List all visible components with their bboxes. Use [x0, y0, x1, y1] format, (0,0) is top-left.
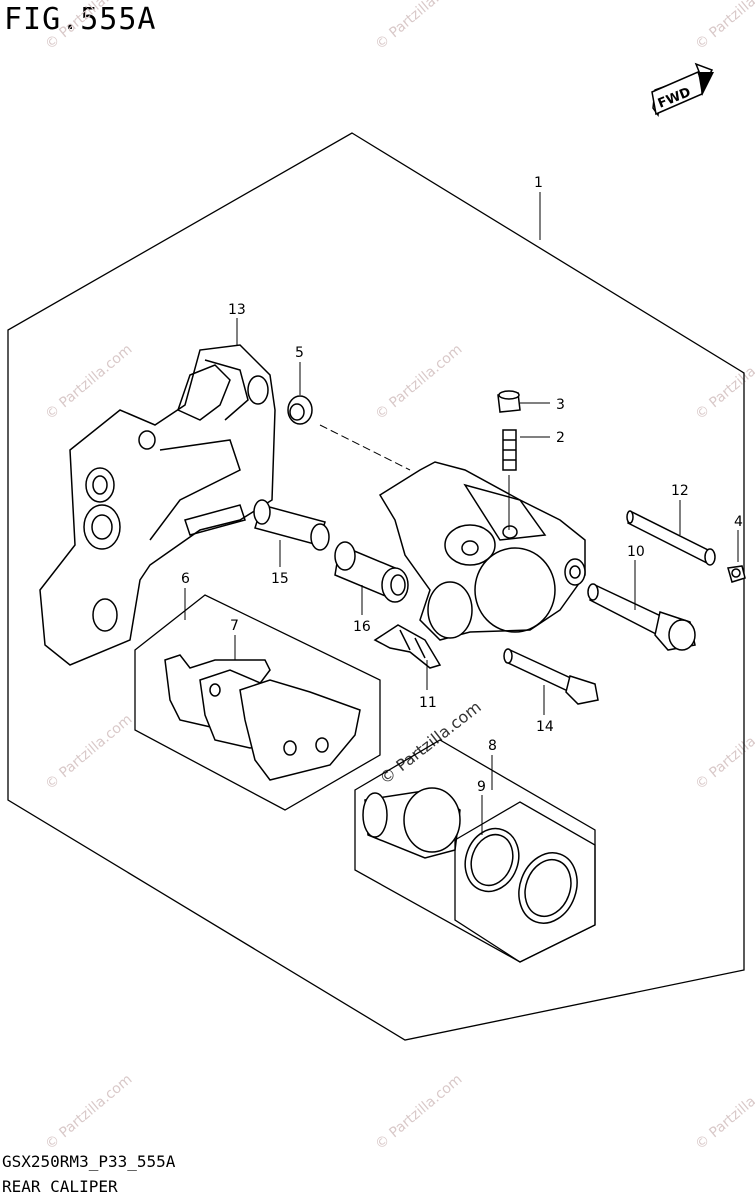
boot-small	[287, 395, 313, 425]
fwd-arrow-icon: FWD	[651, 62, 714, 118]
callout-11: 11	[419, 695, 437, 711]
callout-3: 3	[556, 397, 565, 413]
caliper-body	[378, 461, 586, 641]
bracket-bolt	[503, 648, 599, 705]
watermark: © Partzilla.com	[42, 711, 135, 793]
watermark: © Partzilla.com	[372, 0, 465, 53]
watermark: © Partzilla.com	[42, 0, 135, 53]
watermark: © Partzilla.com	[692, 711, 755, 793]
leader-lines	[184, 192, 739, 835]
boot	[334, 541, 409, 603]
watermark: © Partzilla.com	[372, 341, 465, 423]
figure-title: FIG.555A	[4, 2, 157, 37]
piston	[362, 787, 461, 859]
assembly-boundary	[7, 132, 745, 1041]
piston-seals	[464, 827, 578, 924]
callout-15: 15	[271, 571, 289, 587]
watermark: © Partzilla.com	[42, 1071, 135, 1153]
pad-set-boundary	[134, 594, 381, 811]
watermark: © Partzilla.com	[692, 0, 755, 53]
caliper-bracket	[39, 344, 276, 666]
pad-spring	[373, 624, 442, 669]
callout-labels: 1 2 3 4 5 6 7 8 9 10 11 12 13 14 15 16	[181, 175, 743, 795]
mounting-bolt	[587, 583, 696, 651]
callout-4: 4	[734, 514, 743, 530]
watermark: © Partzilla.com	[692, 1071, 755, 1153]
bleeder-cap	[497, 390, 521, 413]
callout-13: 13	[228, 302, 246, 318]
callout-5: 5	[295, 345, 304, 361]
diagram-subtitle: REAR CALIPER	[2, 1177, 118, 1196]
watermark: © Partzilla.com	[692, 341, 755, 423]
brake-pads	[164, 654, 361, 781]
nut	[727, 565, 746, 583]
seal-set-boundary	[454, 801, 596, 963]
callout-10: 10	[627, 544, 645, 560]
callout-8: 8	[488, 738, 497, 754]
callout-1: 1	[534, 175, 543, 191]
sleeve	[253, 499, 330, 551]
callout-6: 6	[181, 571, 190, 587]
callout-9: 9	[477, 779, 486, 795]
callout-7: 7	[230, 618, 239, 634]
callout-12: 12	[671, 483, 689, 499]
bleeder-valve	[502, 429, 517, 471]
callout-14: 14	[536, 719, 554, 735]
callout-2: 2	[556, 430, 565, 446]
watermark: © Partzilla.com	[372, 1071, 465, 1153]
callout-16: 16	[353, 619, 371, 635]
slide-pin	[626, 510, 716, 566]
diagram-code: GSX250RM3_P33_555A	[2, 1152, 176, 1171]
